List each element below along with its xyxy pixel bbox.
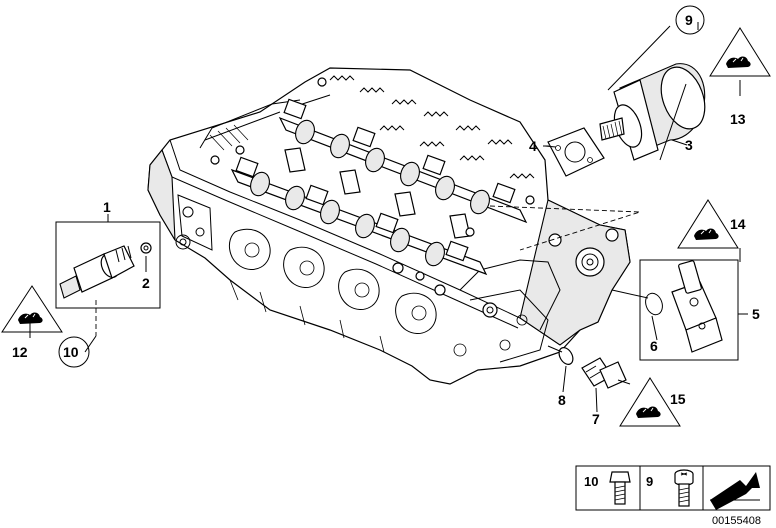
- eccentric-shaft-motor-drawing: [599, 63, 706, 161]
- oil-pressure-switch-drawing: [547, 345, 627, 389]
- callout-14: 14: [730, 216, 746, 232]
- warning-triangle-icon: [709, 27, 771, 77]
- camshaft-sensor-drawing: [611, 259, 739, 361]
- legend-bolt-10-label: 10: [584, 474, 598, 489]
- fastener-legend: 10 9: [575, 465, 771, 511]
- callout-7: 7: [592, 411, 600, 427]
- callout-10: 10: [63, 344, 79, 360]
- callout-13: 13: [730, 111, 746, 127]
- leader-lines: [29, 22, 748, 413]
- callout-6: 6: [650, 338, 658, 354]
- legend-bolt-9-label: 9: [646, 474, 653, 489]
- callout-2: 2: [142, 275, 150, 291]
- callout-3: 3: [685, 137, 693, 153]
- camshaft-valvetrain-drawing: [210, 75, 535, 296]
- callout-5: 5: [752, 306, 760, 322]
- callout-circle-9: [675, 5, 705, 35]
- callout-8: 8: [558, 392, 566, 408]
- bolt-icon: [609, 471, 631, 505]
- diagram-reference-number: 00155408: [712, 515, 761, 527]
- callout-15: 15: [670, 391, 686, 407]
- callout-9: 9: [685, 12, 693, 28]
- warning-triangle-icon: [1, 285, 63, 333]
- warning-triangle-icon: [677, 199, 739, 249]
- gasket-drawing: [547, 127, 605, 177]
- warning-triangle-icon: [619, 377, 681, 427]
- callout-circle-10: [58, 336, 90, 368]
- callout-1: 1: [103, 199, 111, 215]
- torx-bolt-icon: [674, 469, 694, 507]
- dashed-guide-line: [489, 205, 641, 251]
- callout-4: 4: [529, 138, 537, 154]
- solenoid-valve-drawing: [55, 221, 161, 336]
- shim-arrow-icon: [710, 472, 760, 510]
- callout-12: 12: [12, 344, 28, 360]
